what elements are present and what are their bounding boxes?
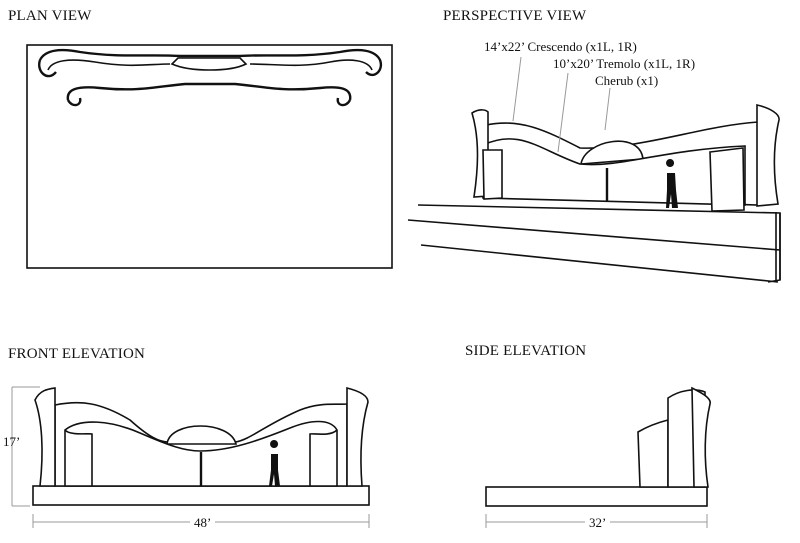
side-platform	[485, 486, 708, 507]
persp-platform-bottom	[420, 244, 779, 283]
side-tremolo-panel	[637, 418, 669, 488]
persp-platform-edge	[407, 219, 781, 251]
front-width-dimension	[32, 514, 370, 528]
persp-right-tremolo-end	[709, 147, 745, 212]
side-column	[691, 386, 711, 488]
plan-floor-outline	[26, 44, 393, 269]
persp-platform-top	[417, 204, 781, 283]
perspective-view-title: PERSPECTIVE VIEW	[443, 8, 587, 24]
plan-left-scroll	[38, 59, 57, 78]
persp-platform-side	[775, 212, 781, 282]
plan-tremolo-scroll-right	[336, 97, 352, 107]
side-elevation-drawing: 32’	[485, 386, 711, 530]
callout-leaders	[512, 56, 611, 153]
persp-right-column	[756, 103, 780, 207]
front-elevation-title: FRONT ELEVATION	[8, 346, 146, 362]
front-height-dimension	[11, 386, 40, 507]
plan-tremolo-wall	[66, 82, 352, 101]
front-elevation-drawing: 17’ 48’	[3, 386, 370, 530]
front-human-figure	[269, 440, 280, 486]
front-left-column	[34, 387, 56, 487]
persp-human-figure	[666, 159, 678, 208]
plan-crescendo-wall	[38, 48, 383, 77]
front-tremolo-ends	[64, 429, 338, 486]
side-width-label: 32’	[589, 515, 606, 530]
plan-cherub	[170, 57, 248, 71]
plan-view-drawing	[26, 44, 393, 269]
side-elevation-title: SIDE ELEVATION	[465, 343, 587, 359]
persp-tremolo-wall	[482, 138, 746, 206]
plan-view-title: PLAN VIEW	[8, 8, 92, 24]
front-width-label: 48’	[194, 515, 211, 530]
front-cherub	[166, 425, 238, 445]
front-height-label: 17’	[3, 434, 20, 449]
front-platform	[32, 485, 370, 506]
callout-crescendo: 14’x22’ Crescendo (x1L, 1R)	[484, 39, 637, 54]
callout-cherub: Cherub (x1)	[595, 73, 658, 88]
plan-inner-curve-right	[249, 59, 373, 71]
front-right-column	[346, 386, 369, 487]
plan-inner-curve-left	[47, 59, 171, 71]
persp-cherub	[580, 140, 644, 165]
perspective-view-drawing: 14’x22’ Crescendo (x1L, 1R) 10’x20’ Trem…	[407, 39, 781, 283]
side-width-dimension	[485, 514, 708, 528]
plan-tremolo-scroll-left	[66, 97, 82, 107]
callout-tremolo: 10’x20’ Tremolo (x1L, 1R)	[553, 56, 695, 71]
persp-left-tremolo-end	[482, 149, 503, 200]
